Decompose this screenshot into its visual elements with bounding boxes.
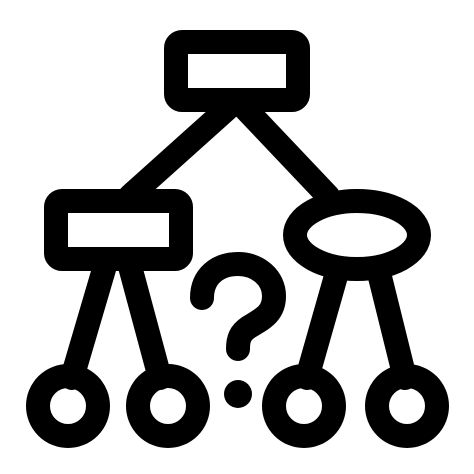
leaf-node-2: [126, 364, 210, 448]
left-leg-right: [116, 247, 172, 390]
right-branch-line: [225, 88, 340, 208]
question-mark-curve: [190, 252, 286, 361]
leaf-node-1: [26, 364, 110, 448]
leaf-node-3: [262, 364, 346, 448]
right-leg-right: [366, 257, 417, 390]
question-mark-dot: [224, 380, 252, 408]
left-decision-node: [44, 189, 193, 271]
right-oval-node: [283, 189, 431, 281]
leaf-node-4: [365, 364, 449, 448]
left-branch-line: [118, 88, 249, 208]
right-leg-left: [295, 257, 350, 390]
left-leg-left: [60, 247, 119, 390]
